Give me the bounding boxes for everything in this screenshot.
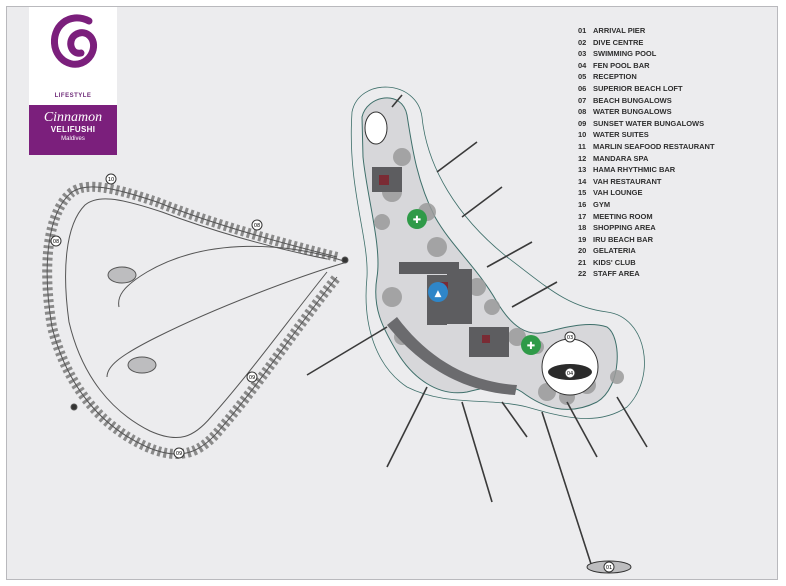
resort-logo: LIFESTYLE Cinnamon VELIFUSHI Maldives	[29, 7, 117, 155]
marker-03: 03	[567, 335, 573, 341]
legend-item: 04 FEN POOL BAR	[578, 60, 715, 72]
legend-label: MANDARA SPA	[593, 153, 649, 163]
legend-item: 15 VAH LOUNGE	[578, 187, 715, 199]
legend-item: 16 GYM	[578, 199, 715, 211]
logo-country: Maldives	[61, 136, 85, 142]
legend-item: 21 KIDS' CLUB	[578, 257, 715, 269]
legend-label: HAMA RHYTHMIC BAR	[593, 165, 676, 175]
legend-number: 22	[578, 269, 587, 279]
legend-number: 08	[578, 107, 587, 117]
legend-label: VAH LOUNGE	[593, 188, 643, 198]
legend-label: WATER SUITES	[593, 130, 649, 140]
blue-pin: ▲	[428, 282, 448, 302]
fen-pool-bar	[364, 111, 388, 145]
legend-number: 10	[578, 130, 587, 140]
legend-item: 06 SUPERIOR BEACH LOFT	[578, 83, 715, 95]
legend-label: IRU BEACH BAR	[593, 234, 653, 244]
legend-number: 13	[578, 165, 587, 175]
legend-label: ARRIVAL PIER	[593, 26, 646, 35]
legend-item: 03 SWIMMING POOL	[578, 48, 715, 60]
legend-number: 20	[578, 246, 587, 256]
legend-number: 02	[578, 37, 587, 47]
green-pin-north: ✚	[407, 209, 427, 229]
legend-label: GYM	[593, 199, 611, 209]
legend-number: 07	[578, 95, 587, 105]
map-number-markers: 10 08 09 08 09 03 04 01	[50, 173, 615, 573]
legend-number: 11	[578, 141, 586, 151]
legend-number: 04	[578, 60, 587, 70]
legend-label: SWIMMING POOL	[593, 49, 657, 59]
legend-label: FEN POOL BAR	[593, 60, 650, 70]
legend-number: 05	[578, 72, 587, 82]
legend-item: 20 GELATERIA	[578, 245, 715, 257]
legend-item: 18 SHOPPING AREA	[578, 222, 715, 234]
legend-number: 21	[578, 257, 587, 267]
marker-01: 01	[606, 565, 612, 571]
legend-item: 10 WATER SUITES	[578, 129, 715, 141]
legend-number: 15	[578, 188, 587, 198]
legend-number: 19	[578, 234, 587, 244]
legend-number: 12	[578, 153, 587, 163]
svg-text:✚: ✚	[413, 215, 421, 226]
legend-item: 17 MEETING ROOM	[578, 211, 715, 223]
svg-text:✚: ✚	[527, 341, 535, 352]
legend-label: STAFF AREA	[593, 269, 640, 279]
legend-item: 07 BEACH BUNGALOWS	[578, 95, 715, 107]
legend-number: 17	[578, 211, 587, 221]
marker-10: 10	[108, 177, 114, 183]
legend-number: 09	[578, 118, 587, 128]
green-pin-east: ✚	[521, 335, 541, 355]
logo-brand-block: Cinnamon VELIFUSHI Maldives	[29, 105, 117, 155]
svg-text:▲: ▲	[435, 289, 442, 299]
legend-label: MEETING ROOM	[593, 211, 653, 221]
legend-label: SHOPPING AREA	[593, 223, 656, 233]
legend-item: 19 IRU BEACH BAR	[578, 234, 715, 246]
legend-label: RECEPTION	[593, 72, 637, 82]
legend-label: DIVE CENTRE	[593, 37, 644, 47]
legend-item: 11 MARLIN SEAFOOD RESTAURANT	[578, 141, 715, 153]
legend-item: 13 HAMA RHYTHMIC BAR	[578, 164, 715, 176]
marker-04: 04	[567, 371, 573, 377]
legend-item: 14 VAH RESTAURANT	[578, 176, 715, 188]
legend-item: 09 SUNSET WATER BUNGALOWS	[578, 118, 715, 130]
jetties	[306, 94, 648, 568]
marker-08b: 08	[254, 223, 260, 229]
legend-number: 18	[578, 223, 587, 233]
legend-item: 12 MANDARA SPA	[578, 153, 715, 165]
marker-09b: 09	[176, 451, 182, 457]
legend-item: 05 RECEPTION	[578, 71, 715, 83]
logo-tagline: LIFESTYLE	[54, 93, 92, 99]
marker-08: 08	[53, 239, 59, 245]
swirl-logo-icon	[50, 14, 98, 68]
legend-item: 08 WATER BUNGALOWS	[578, 106, 715, 118]
legend-label: KIDS' CLUB	[593, 257, 636, 267]
water-bungalow-loop	[42, 175, 349, 460]
legend-label: GELATERIA	[593, 246, 636, 256]
legend-item: 22 STAFF AREA	[578, 268, 715, 280]
legend-number: 16	[578, 199, 587, 209]
legend-number: 14	[578, 176, 587, 186]
legend-number: 03	[578, 49, 587, 59]
map-legend: 01 ARRIVAL PIER 02 DIVE CENTRE 03 SWIMMING PO…	[578, 25, 715, 280]
legend-label: WATER BUNGALOWS	[593, 107, 672, 117]
legend-label: SUPERIOR BEACH LOFT	[593, 83, 683, 93]
legend-item: 02 DIVE CENTRE	[578, 37, 715, 49]
legend-item: 01 ARRIVAL PIER	[578, 25, 715, 37]
marker-09: 09	[249, 375, 255, 381]
logo-brand: Cinnamon	[43, 110, 103, 125]
legend-label: MARLIN SEAFOOD RESTAURANT	[593, 141, 715, 151]
legend-number: 06	[578, 83, 587, 93]
island-map-canvas: ✚ ✚ ▲ 10 08 09 08 09 03 04 01	[42, 86, 648, 574]
legend-label: VAH RESTAURANT	[593, 176, 662, 186]
lifestyle-emblem: LIFESTYLE	[29, 7, 117, 105]
legend-label: SUNSET WATER BUNGALOWS	[593, 118, 705, 128]
resort-map: ✚ ✚ ▲ 10 08 09 08 09 03 04 01 LIFESTYLE	[6, 6, 778, 580]
logo-resort: VELIFUSHI	[50, 125, 96, 134]
legend-label: BEACH BUNGALOWS	[593, 95, 672, 105]
legend-number: 01	[578, 26, 587, 35]
reef-outline	[350, 86, 645, 419]
